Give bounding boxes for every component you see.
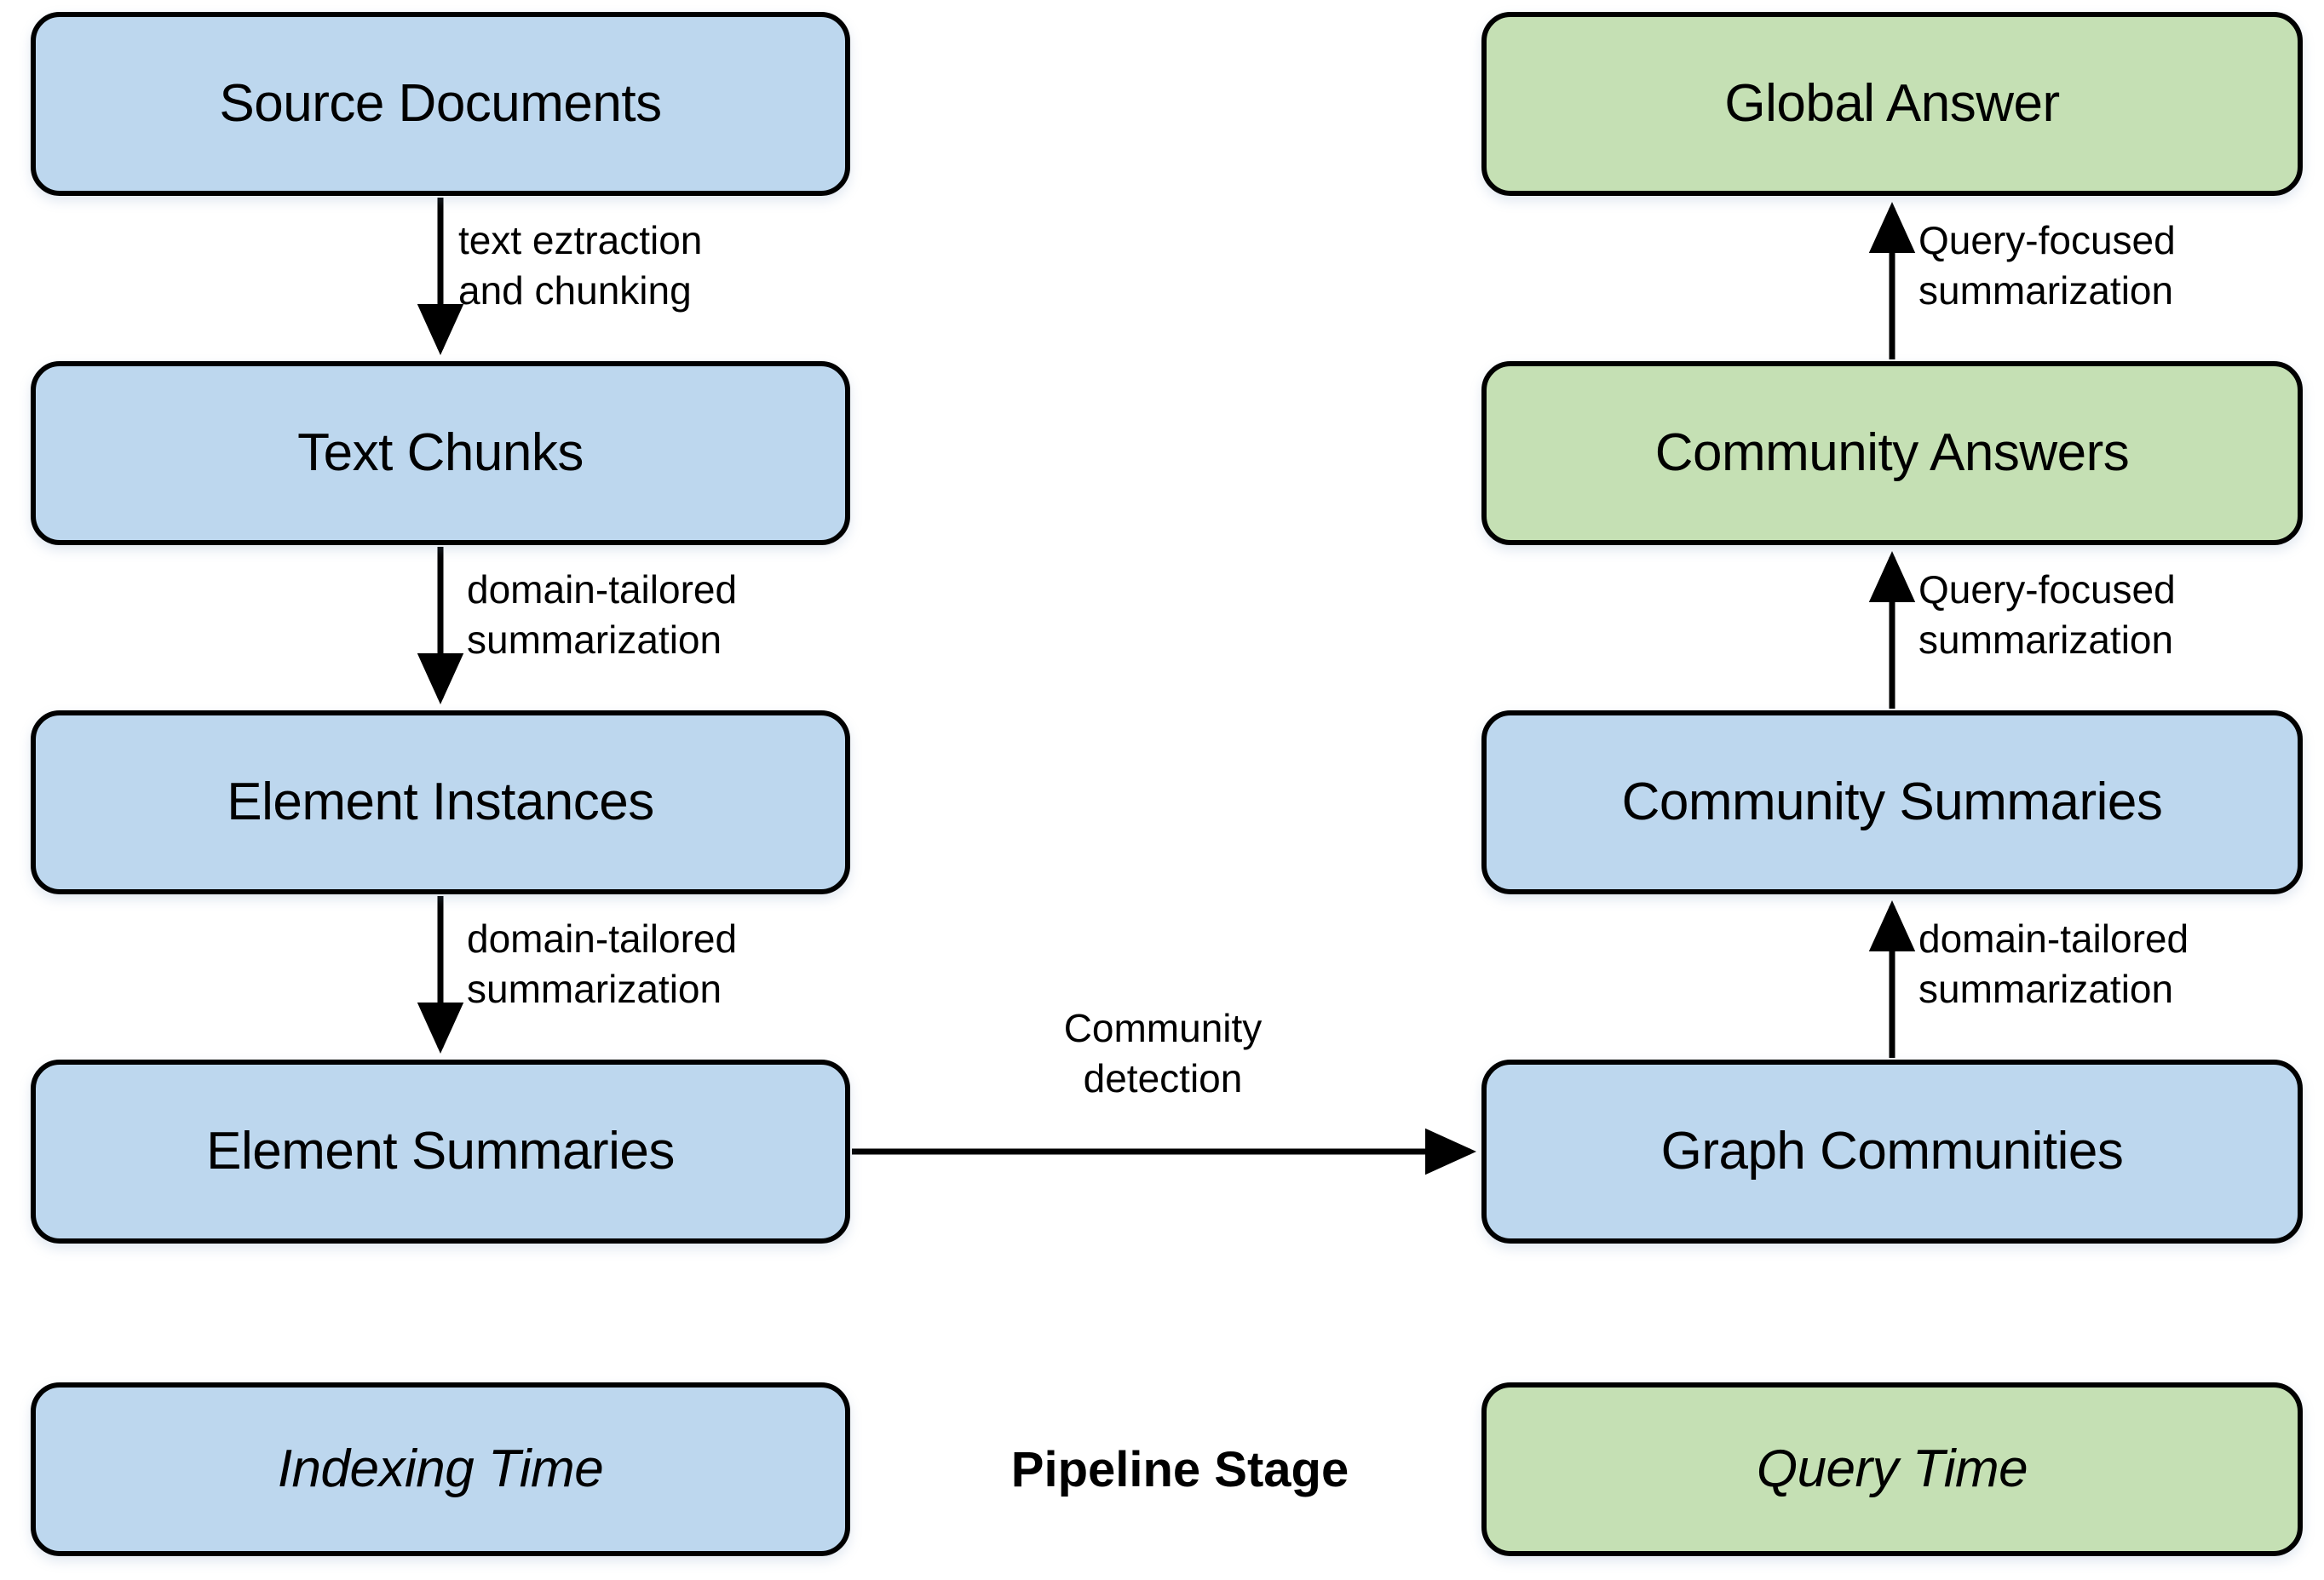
node-label: Community Answers <box>1654 422 2130 482</box>
edge-label-community-detection: Community detection <box>1063 1006 1263 1100</box>
edge-label-query-focused-summarization-1: Query-focused summarization <box>1918 567 2176 662</box>
legend-caption-pipeline-stage: Pipeline Stage <box>937 1382 1423 1556</box>
legend-indexing-time[interactable]: Indexing Time <box>31 1382 850 1556</box>
node-community-answers[interactable]: Community Answers <box>1481 361 2303 545</box>
node-label: Community Summaries <box>1621 772 2163 831</box>
edge-label-text-extraction-and-chunking: text eztraction and chunking <box>458 218 703 313</box>
node-global-answer[interactable]: Global Answer <box>1481 12 2303 196</box>
edge-label-domain-tailored-summarization-1: domain-tailored summarization <box>467 567 738 662</box>
edge-label-domain-tailored-summarization-2: domain-tailored summarization <box>467 916 738 1011</box>
edge-label-domain-tailored-summarization-3: domain-tailored summarization <box>1918 916 2189 1011</box>
node-text-chunks[interactable]: Text Chunks <box>31 361 850 545</box>
legend-indexing-label: Indexing Time <box>277 1439 604 1498</box>
node-element-instances[interactable]: Element Instances <box>31 710 850 894</box>
node-graph-communities[interactable]: Graph Communities <box>1481 1060 2303 1244</box>
edge-label-query-focused-summarization-2: Query-focused summarization <box>1918 218 2176 313</box>
node-label: Graph Communities <box>1660 1121 2124 1181</box>
node-label: Text Chunks <box>297 422 584 482</box>
node-community-summaries[interactable]: Community Summaries <box>1481 710 2303 894</box>
node-label: Source Documents <box>219 73 662 133</box>
node-element-summaries[interactable]: Element Summaries <box>31 1060 850 1244</box>
node-label: Element Instances <box>227 772 654 831</box>
legend-caption-label: Pipeline Stage <box>1010 1441 1349 1497</box>
node-label: Global Answer <box>1724 73 2060 133</box>
node-label: Element Summaries <box>206 1121 675 1181</box>
legend-query-label: Query Time <box>1756 1439 2028 1498</box>
legend-query-time[interactable]: Query Time <box>1481 1382 2303 1556</box>
node-source-documents[interactable]: Source Documents <box>31 12 850 196</box>
